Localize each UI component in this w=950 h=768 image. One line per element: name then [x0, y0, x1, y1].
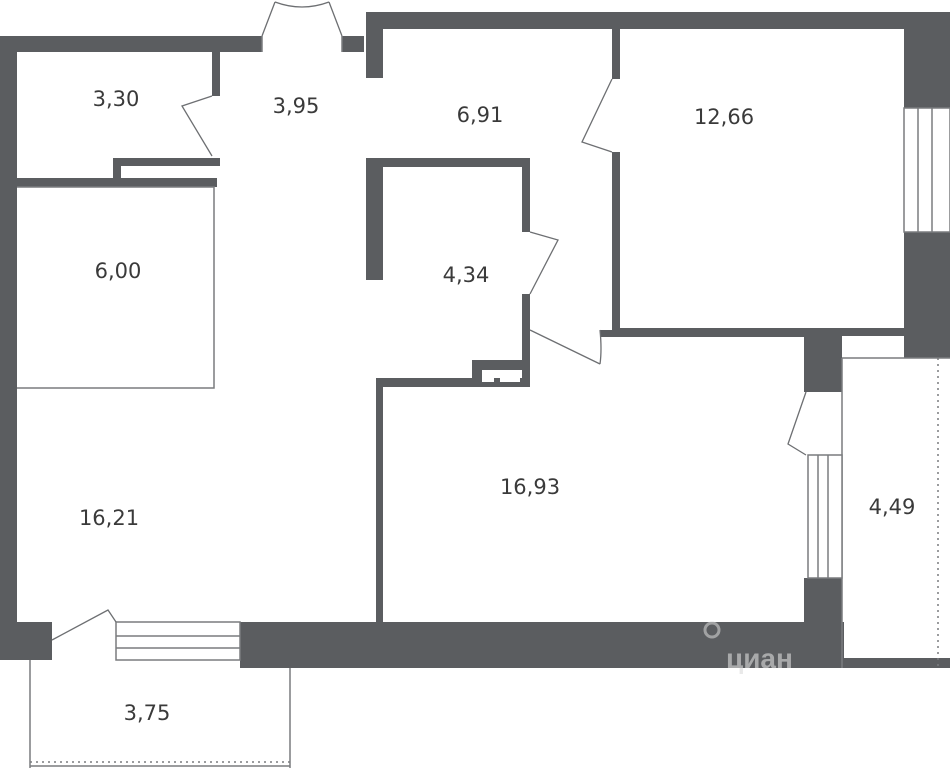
vent-block — [472, 360, 528, 370]
wall-left — [0, 36, 17, 626]
area-label-wc: 4,34 — [443, 263, 490, 287]
watermark: циан — [703, 621, 793, 674]
wall-bedroom-left-b — [612, 152, 620, 330]
watermark-text: циан — [726, 643, 793, 674]
area-label-bedroom: 12,66 — [694, 105, 754, 129]
area-label-pantry: 3,30 — [93, 87, 140, 111]
hall-opening — [261, 36, 343, 52]
doors — [51, 1, 807, 641]
area-label-balcony-bottom: 3,75 — [124, 701, 171, 725]
window-bedroom — [903, 107, 950, 233]
wall-bedroom-left-a — [612, 29, 620, 79]
balcony-bottom-door — [51, 609, 117, 641]
bathroom-outline — [17, 186, 215, 389]
wall-living-left — [376, 380, 383, 624]
area-label-bathroom: 6,00 — [95, 259, 142, 283]
balcony-bottom-outline — [29, 660, 291, 768]
wall-wc-bottom — [376, 378, 530, 387]
wall-bottom-left — [0, 622, 52, 660]
vent-blocks — [113, 158, 528, 384]
area-label-balcony-right: 4,49 — [869, 495, 916, 519]
living-door — [529, 329, 602, 365]
area-label-living-room: 16,93 — [500, 475, 560, 499]
vent-hole — [151, 166, 163, 178]
area-label-kitchen: 16,21 — [79, 506, 139, 530]
wall-wc-right-a — [522, 158, 530, 232]
wall-living-right-upper — [804, 336, 842, 392]
window-kitchen — [115, 621, 241, 661]
wc-door — [529, 231, 559, 295]
vent-hole — [500, 370, 520, 382]
vent-shafts — [121, 166, 520, 382]
wall-pantry-bottom — [17, 178, 217, 187]
wall-bottom-main — [240, 622, 844, 668]
wall-top-right-drop — [366, 12, 383, 78]
area-label-hall: 3,95 — [273, 94, 320, 118]
wall-pantry-right — [212, 52, 220, 96]
location-pin-icon — [703, 621, 721, 639]
wall-top-left-stub — [342, 36, 364, 52]
bedroom-door — [581, 78, 613, 153]
wall-right-mid — [904, 232, 950, 358]
vent-block — [113, 158, 220, 166]
vent-hole — [482, 370, 494, 382]
vent-hole — [191, 166, 211, 178]
vent-hole — [171, 166, 183, 178]
wall-wc-top — [366, 158, 530, 167]
vent-hole — [121, 166, 141, 178]
vent-block — [472, 360, 482, 384]
window-living — [807, 454, 843, 579]
balcony-right-door — [787, 391, 807, 456]
pantry-door — [181, 95, 213, 157]
wall-top-right — [366, 12, 950, 29]
vent-block — [113, 158, 121, 182]
wall-right-upper — [904, 12, 950, 108]
walls — [0, 12, 950, 668]
wall-living-top — [600, 330, 806, 337]
windows — [115, 107, 950, 661]
wall-balcony-right-bottom — [842, 658, 950, 668]
wall-wc-right-b — [522, 294, 530, 384]
wall-top-left — [0, 36, 262, 52]
room-labels: 3,30 3,95 6,91 12,66 6,00 4,34 16,93 16,… — [79, 87, 915, 725]
area-label-corridor: 6,91 — [457, 103, 504, 127]
wall-wc-left-thick — [366, 158, 383, 280]
entrance-door — [261, 1, 343, 37]
